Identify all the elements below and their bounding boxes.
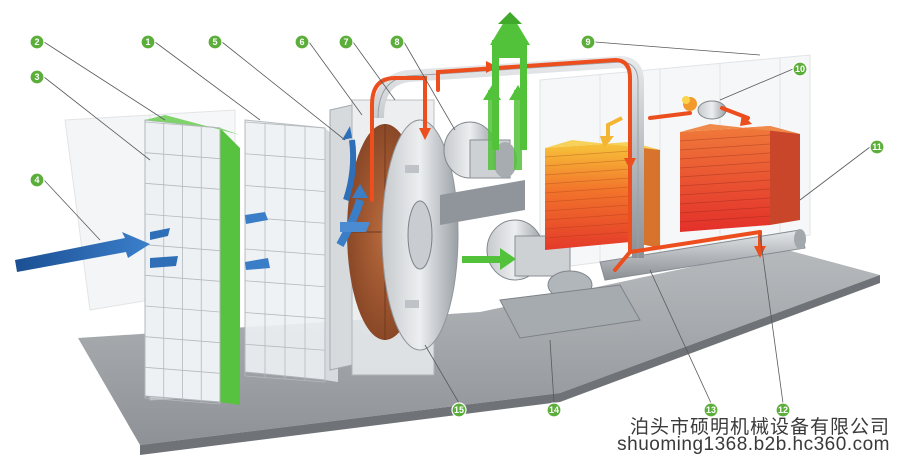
callout-15: 15 [451,402,467,418]
filter-grid-front [144,121,221,405]
callout-9: 9 [580,34,596,50]
callout-label-3: 3 [34,72,39,82]
leader-9 [594,41,761,56]
waste-gas-inflow [15,126,370,272]
callout-5: 5 [207,34,223,50]
warm-gas-flow [600,116,623,148]
leader-2 [43,41,166,121]
callout-label-5: 5 [212,37,217,47]
callout-label-15: 15 [454,405,464,415]
callout-label-2: 2 [34,37,39,47]
callout-7: 7 [338,34,354,50]
callout-label-8: 8 [394,37,399,47]
flow-arrowheads [419,61,766,258]
callout-14: 14 [546,402,562,418]
callout-label-9: 9 [585,37,590,47]
company-name: 泊头市硕明机械设备有限公司 [629,417,890,438]
callout-3: 3 [29,69,45,85]
leader-1 [154,41,261,121]
zeolite-rotor-unit [329,99,459,376]
leader-4 [43,179,101,241]
callout-label-4: 4 [34,175,39,185]
callout-label-14: 14 [549,405,559,415]
leader-7 [352,41,396,101]
callout-label-13: 13 [706,405,716,415]
callout-label-6: 6 [299,37,304,47]
leader-5 [221,41,346,141]
callout-12: 12 [775,402,791,418]
callout-label-1: 1 [145,37,150,47]
leader-3 [43,76,151,161]
callout-6: 6 [294,34,310,50]
desorption-fan [440,121,525,225]
callout-label-11: 11 [872,142,882,152]
callout-leaders [43,41,871,404]
electric-heater [682,96,727,120]
callout-label-12: 12 [778,405,788,415]
leader-11 [799,146,871,201]
callout-label-7: 7 [343,37,348,47]
callout-4: 4 [29,172,45,188]
leader-14 [549,339,555,404]
callout-11: 11 [869,139,885,155]
callout-10: 10 [792,61,808,77]
base-platform [78,248,880,455]
catalyst-bed-layers [544,134,771,239]
leader-8 [403,41,456,131]
callout-8: 8 [389,34,405,50]
catalytic-combustion-bed [680,124,800,232]
return-duct [599,229,806,281]
clean-air-outlet [462,12,530,270]
leader-13 [649,269,712,404]
filter-grid-middle [244,121,326,383]
callout-label-10: 10 [795,64,805,74]
company-url: shuoming1368.b2b.hc360.com [617,434,890,455]
callout-13: 13 [703,402,719,418]
leader-12 [759,234,784,404]
callout-2: 2 [29,34,45,50]
leader-6 [308,41,363,116]
callout-1: 1 [140,34,156,50]
leader-10 [719,68,794,101]
leader-15 [424,344,460,404]
main-exhaust-fan [486,219,641,339]
